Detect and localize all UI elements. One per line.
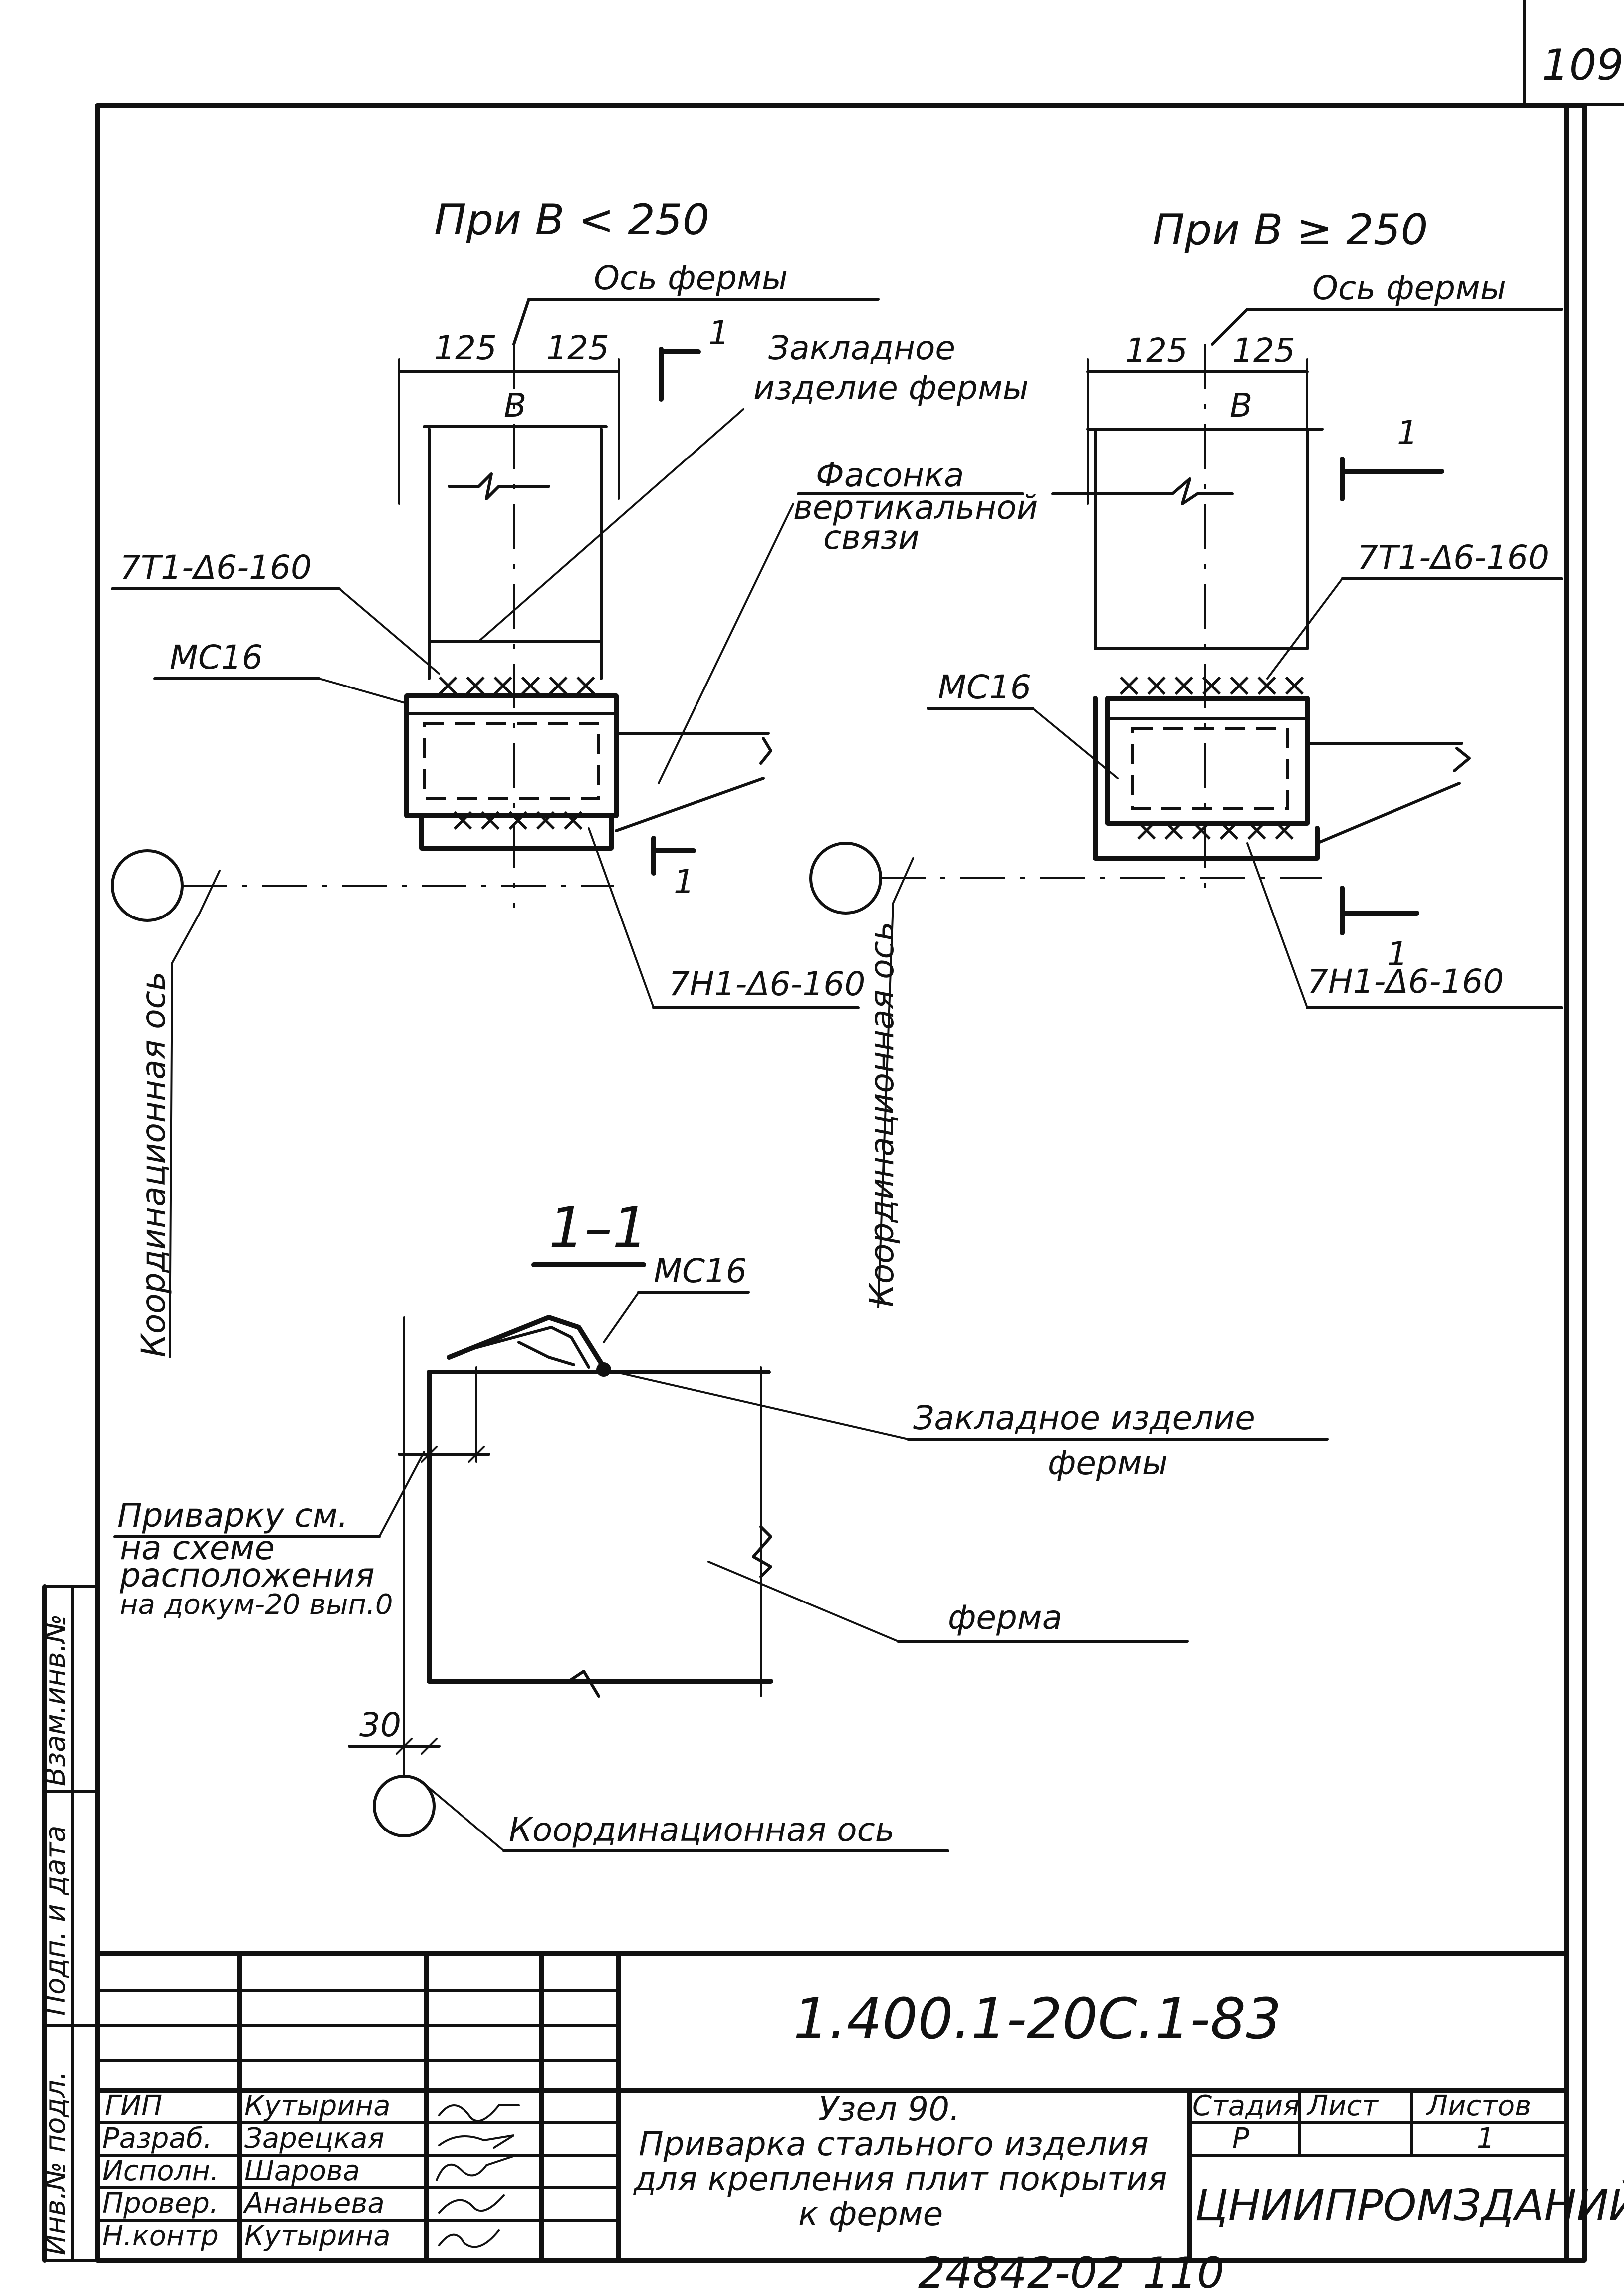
name-2: Зарецкая (244, 2122, 384, 2155)
left-view: При B < 250 Ось фермы 125 125 B ×××××× ×… (111, 195, 1029, 1009)
right-weld-crosses-bottom: ×××××× (1133, 810, 1298, 849)
section-title: 1–1 (549, 1196, 648, 1261)
right-view: При B ≥ 250 Ось фермы 125 125 B ××××××× … (927, 205, 1563, 1009)
right-section-mark-top: 1 (1397, 414, 1418, 452)
left-weld-top-label: 7Т1-Δ6-160 (120, 548, 312, 587)
left-dim-125-a: 125 (434, 329, 497, 367)
left-weld-bottom-label: 7Н1-Δ6-160 (669, 965, 865, 1003)
welding-note-4: на докум-20 вып.0 (120, 1589, 393, 1621)
welding-note-3: расположения (119, 1556, 375, 1595)
section-coord-axis-label: Координационная ось (509, 1811, 895, 1849)
name-4: Ананьева (243, 2187, 385, 2220)
drawing-title-1: Узел 90. (818, 2090, 960, 2128)
drawing-title-3: для крепления плит покрытия (633, 2160, 1167, 2198)
role-1: ГИП (105, 2090, 162, 2122)
sheets-header: Листов (1426, 2090, 1531, 2122)
drawing-title-2: Приварка стального изделия (639, 2125, 1149, 2163)
section-embedded-label-1: Закладное изделие (913, 1399, 1255, 1437)
name-5: Кутырина (244, 2220, 391, 2252)
left-coord-axis: Координационная ось (111, 849, 614, 1358)
coord-axis-vertical-label-2: Координационная ось (863, 921, 901, 1307)
right-condition: При B ≥ 250 (1153, 205, 1428, 255)
section-1-1: 1–1 МС16 Закладное изделие фермы Приварк… (113, 1196, 1329, 1852)
section-channel-label: МС16 (654, 1252, 747, 1290)
left-dim-b: B (504, 386, 526, 425)
gusset-label-1: Фасонка (816, 456, 964, 494)
gusset-label-2: вертикальной (793, 488, 1038, 527)
left-weld-crosses-bottom: ××××× (449, 800, 587, 839)
left-embedded-label-1: Закладное (768, 329, 955, 367)
sheet-header: Лист (1306, 2090, 1379, 2122)
name-1: Кутырина (244, 2090, 391, 2122)
bottom-page: 110 (1143, 2248, 1224, 2289)
welding-note-2: на схеме (120, 1529, 275, 1567)
signatures (436, 2104, 520, 2248)
stage-header: Стадия (1192, 2090, 1300, 2122)
right-weld-bottom-label: 7Н1-Δ6-160 (1307, 962, 1504, 1001)
right-channel-label: МС16 (938, 668, 1031, 706)
left-section-mark-bottom: 1 (674, 863, 695, 901)
title-block: 1.400.1-20С.1-83 ГИП Разраб. Исполн. Про… (95, 1951, 1624, 2263)
stamp-inv-no: Инв.№ подл. (39, 2071, 72, 2255)
right-dim-125-b: 125 (1232, 331, 1295, 370)
drawing-title-4: к ферме (798, 2195, 943, 2233)
stamp-replaces: Взам.инв.№ (39, 1614, 72, 1786)
stamp-sign-date: Подп. и дата (39, 1826, 72, 2016)
right-section-mark-bottom: 1 (1387, 935, 1408, 973)
sheets-value: 1 (1477, 2122, 1495, 2155)
name-3: Шарова (244, 2155, 360, 2187)
gusset-label-3: связи (823, 518, 920, 557)
page-number: 109 (1542, 40, 1624, 90)
left-truss-axis-label: Ось фермы (594, 259, 788, 297)
left-embedded-label-2: изделие фермы (753, 369, 1029, 407)
right-dim-125-a: 125 (1125, 331, 1188, 370)
drawing-frame (95, 103, 1587, 2263)
coord-axis-vertical-label-1: Координационная ось (134, 971, 173, 1357)
doc-code: 1.400.1-20С.1-83 (793, 1987, 1281, 2052)
left-channel-label: МС16 (170, 638, 263, 677)
right-truss-axis-label: Ось фермы (1312, 269, 1506, 307)
role-2: Разраб. (102, 2122, 212, 2155)
page-number-box: 109 (1523, 0, 1624, 106)
role-3: Исполн. (102, 2155, 219, 2187)
side-stamp: Инв.№ подл. Подп. и дата Взам.инв.№ (39, 1584, 99, 2263)
stage-value: Р (1232, 2122, 1249, 2155)
role-5: Н.контр (102, 2220, 219, 2252)
middle-coord-axis: Координационная ось (809, 842, 1322, 1308)
section-truss-label: ферма (948, 1599, 1062, 1637)
section-embedded-label-2: фермы (1048, 1444, 1168, 1482)
left-dim-125-b: 125 (546, 329, 609, 367)
right-dim-b: B (1230, 386, 1252, 425)
section-dim-30: 30 (359, 1706, 401, 1744)
gusset-note: Фасонка вертикальной связи (658, 456, 1038, 784)
left-section-mark-top: 1 (708, 314, 729, 352)
left-condition: При B < 250 (434, 195, 709, 245)
right-weld-top-label: 7Т1-Δ6-160 (1357, 538, 1549, 577)
welding-note-1: Приварку см. (117, 1496, 348, 1535)
organization: ЦНИИПРОМЗДАНИЙ (1195, 2181, 1624, 2231)
bottom-code: 24842-02 (918, 2248, 1125, 2289)
role-4: Провер. (102, 2187, 219, 2220)
